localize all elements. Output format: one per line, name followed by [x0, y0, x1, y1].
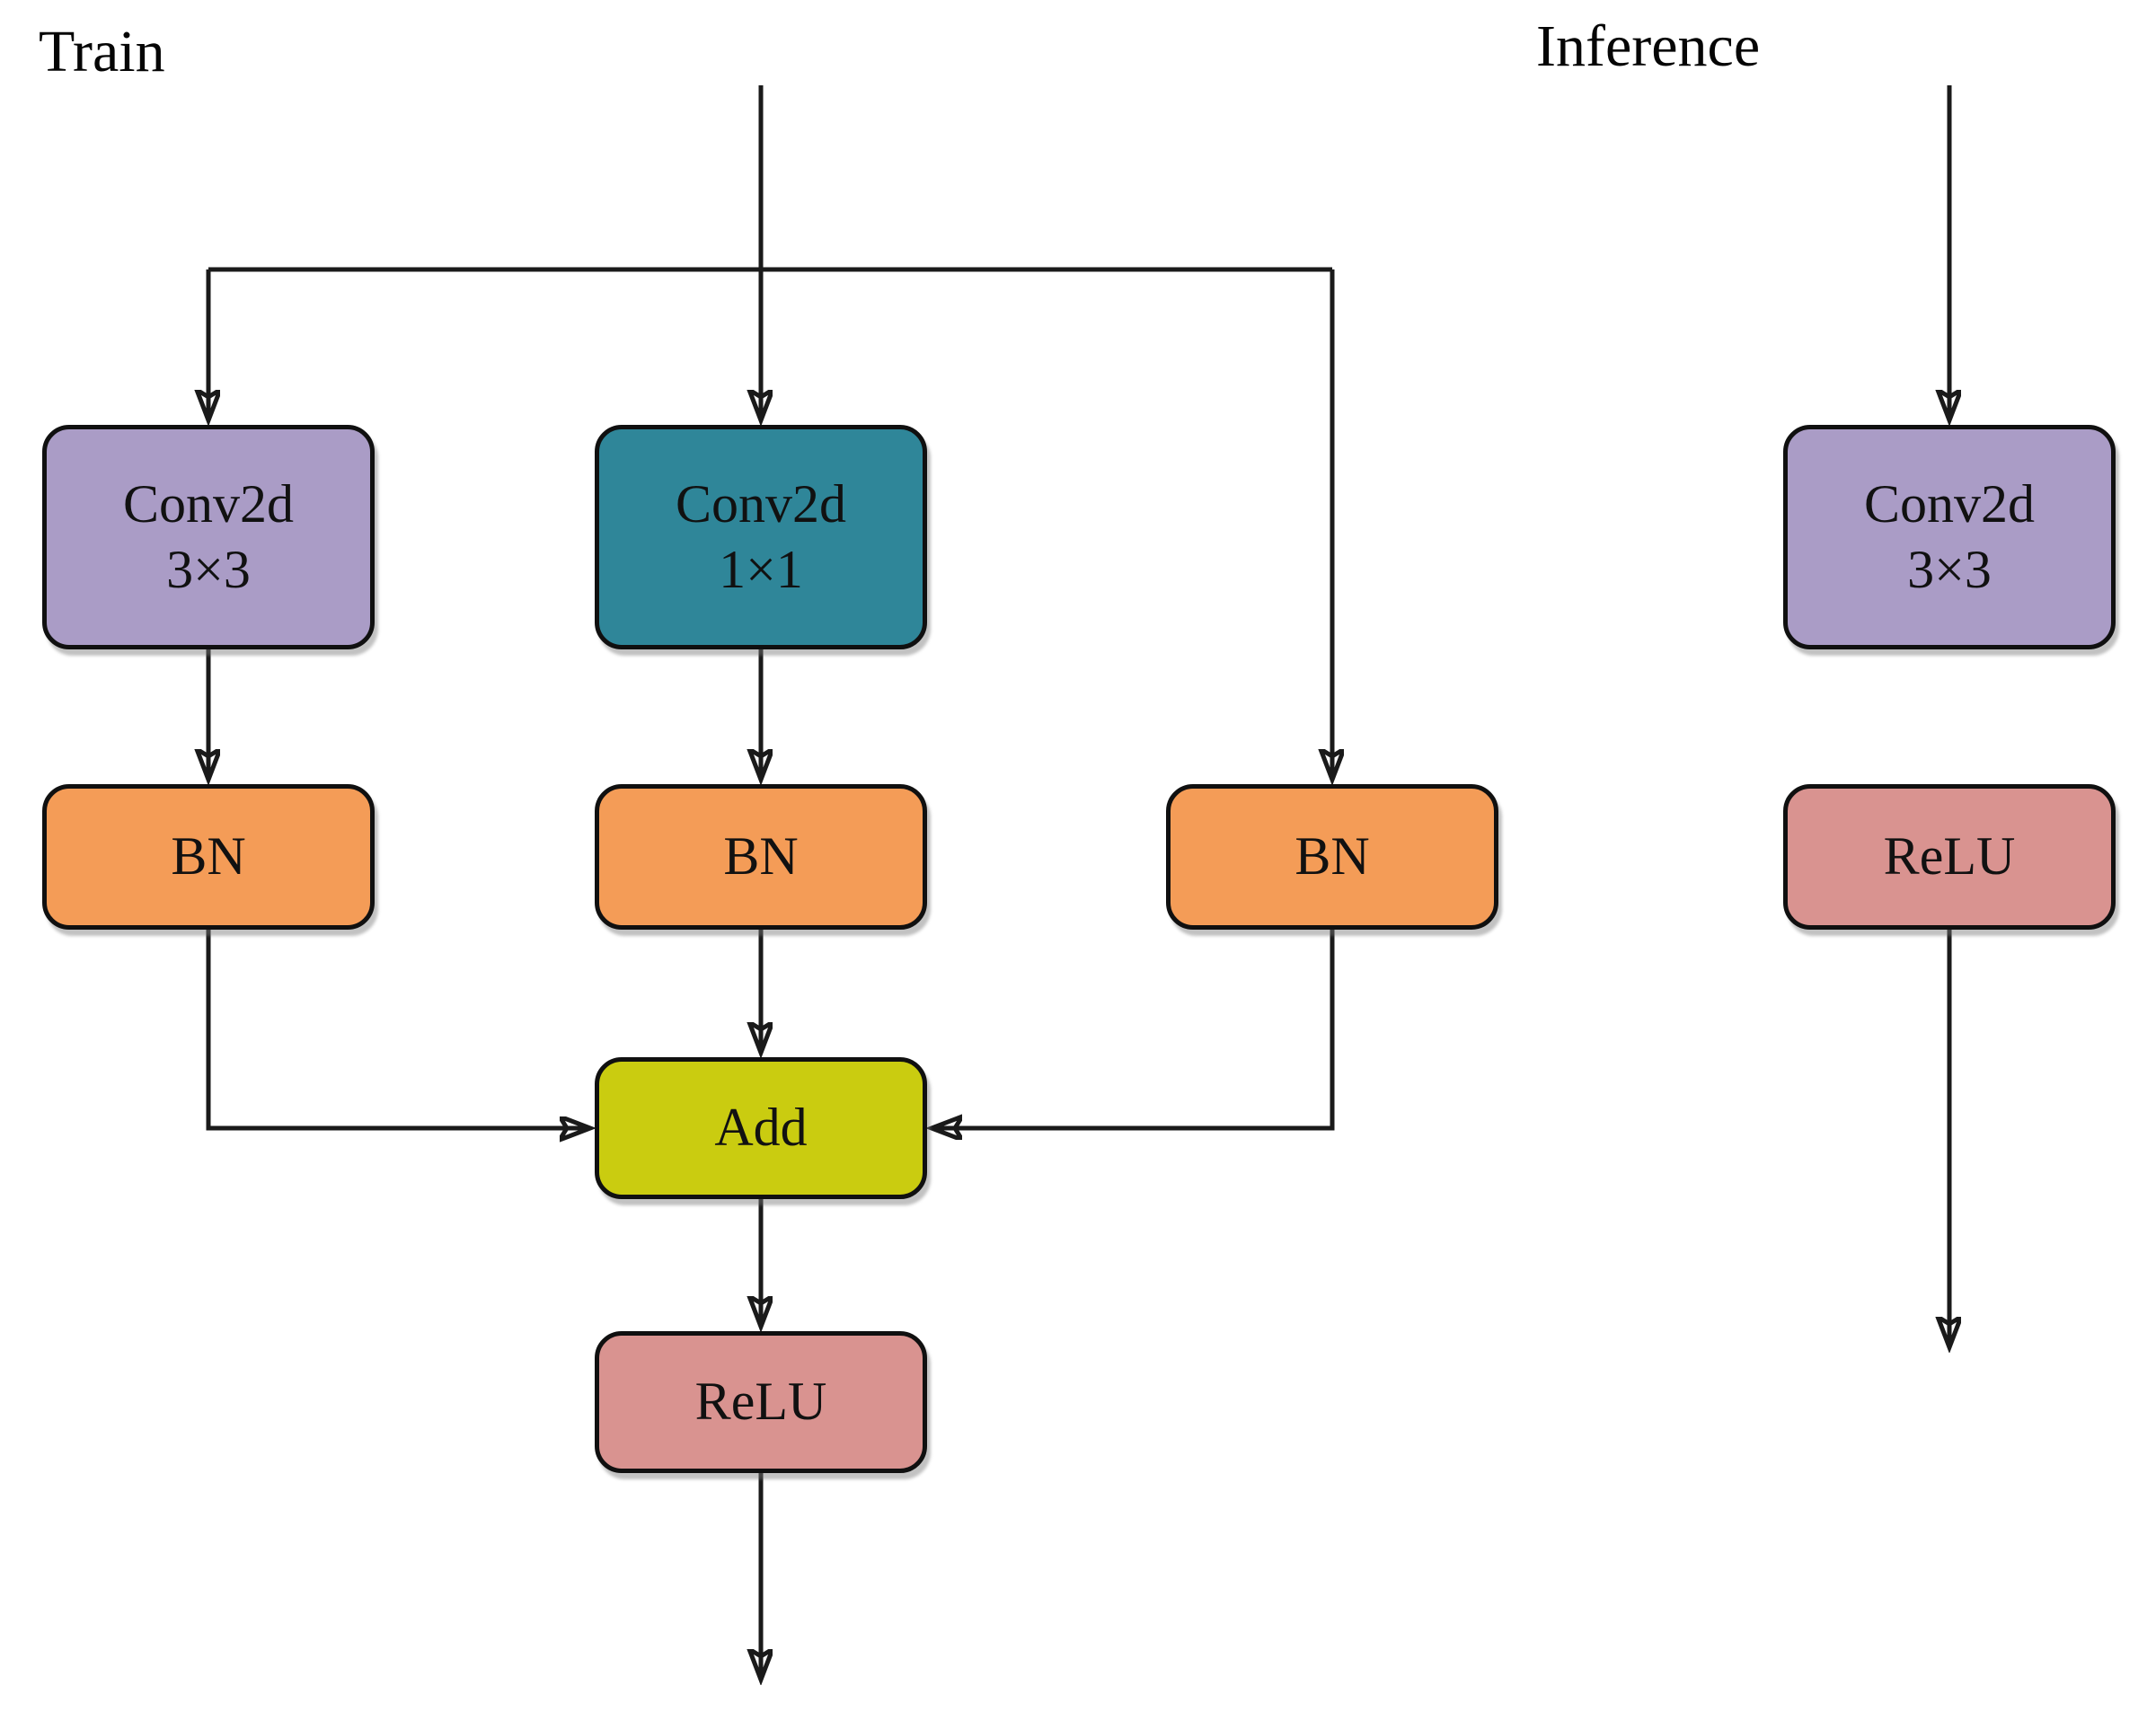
- train-relu-box: ReLU: [595, 1331, 927, 1473]
- inference-relu-box: ReLU: [1783, 784, 2116, 930]
- node-sublabel: 3×3: [1907, 540, 1992, 599]
- node-sublabel: 1×1: [719, 540, 803, 599]
- train-conv2d-1x1-box: Conv2d 1×1: [595, 425, 927, 649]
- arrow-left-bn-to-add: [206, 930, 588, 1128]
- node-label: Conv2d: [675, 473, 847, 534]
- node-label: ReLU: [1883, 826, 2016, 887]
- inference-conv2d-3x3-box: Conv2d 3×3: [1783, 425, 2116, 649]
- node-label: BN: [723, 826, 799, 887]
- train-bn-middle-box: BN: [595, 784, 927, 930]
- train-bn-right-box: BN: [1166, 784, 1498, 930]
- node-label: BN: [1294, 826, 1370, 887]
- node-label: BN: [171, 826, 246, 887]
- node-label: Conv2d: [1863, 473, 2036, 534]
- train-bn-left-box: BN: [42, 784, 375, 930]
- node-label: ReLU: [694, 1372, 827, 1432]
- arrow-right-bn-to-add: [933, 930, 1335, 1128]
- node-sublabel: 3×3: [166, 540, 251, 599]
- node-label: Conv2d: [122, 473, 295, 534]
- node-label: Add: [714, 1098, 808, 1158]
- train-add-box: Add: [595, 1057, 927, 1199]
- train-conv2d-3x3-box: Conv2d 3×3: [42, 425, 375, 649]
- inference-branch-title: Inference: [1536, 13, 1761, 79]
- train-branch-title: Train: [39, 19, 165, 84]
